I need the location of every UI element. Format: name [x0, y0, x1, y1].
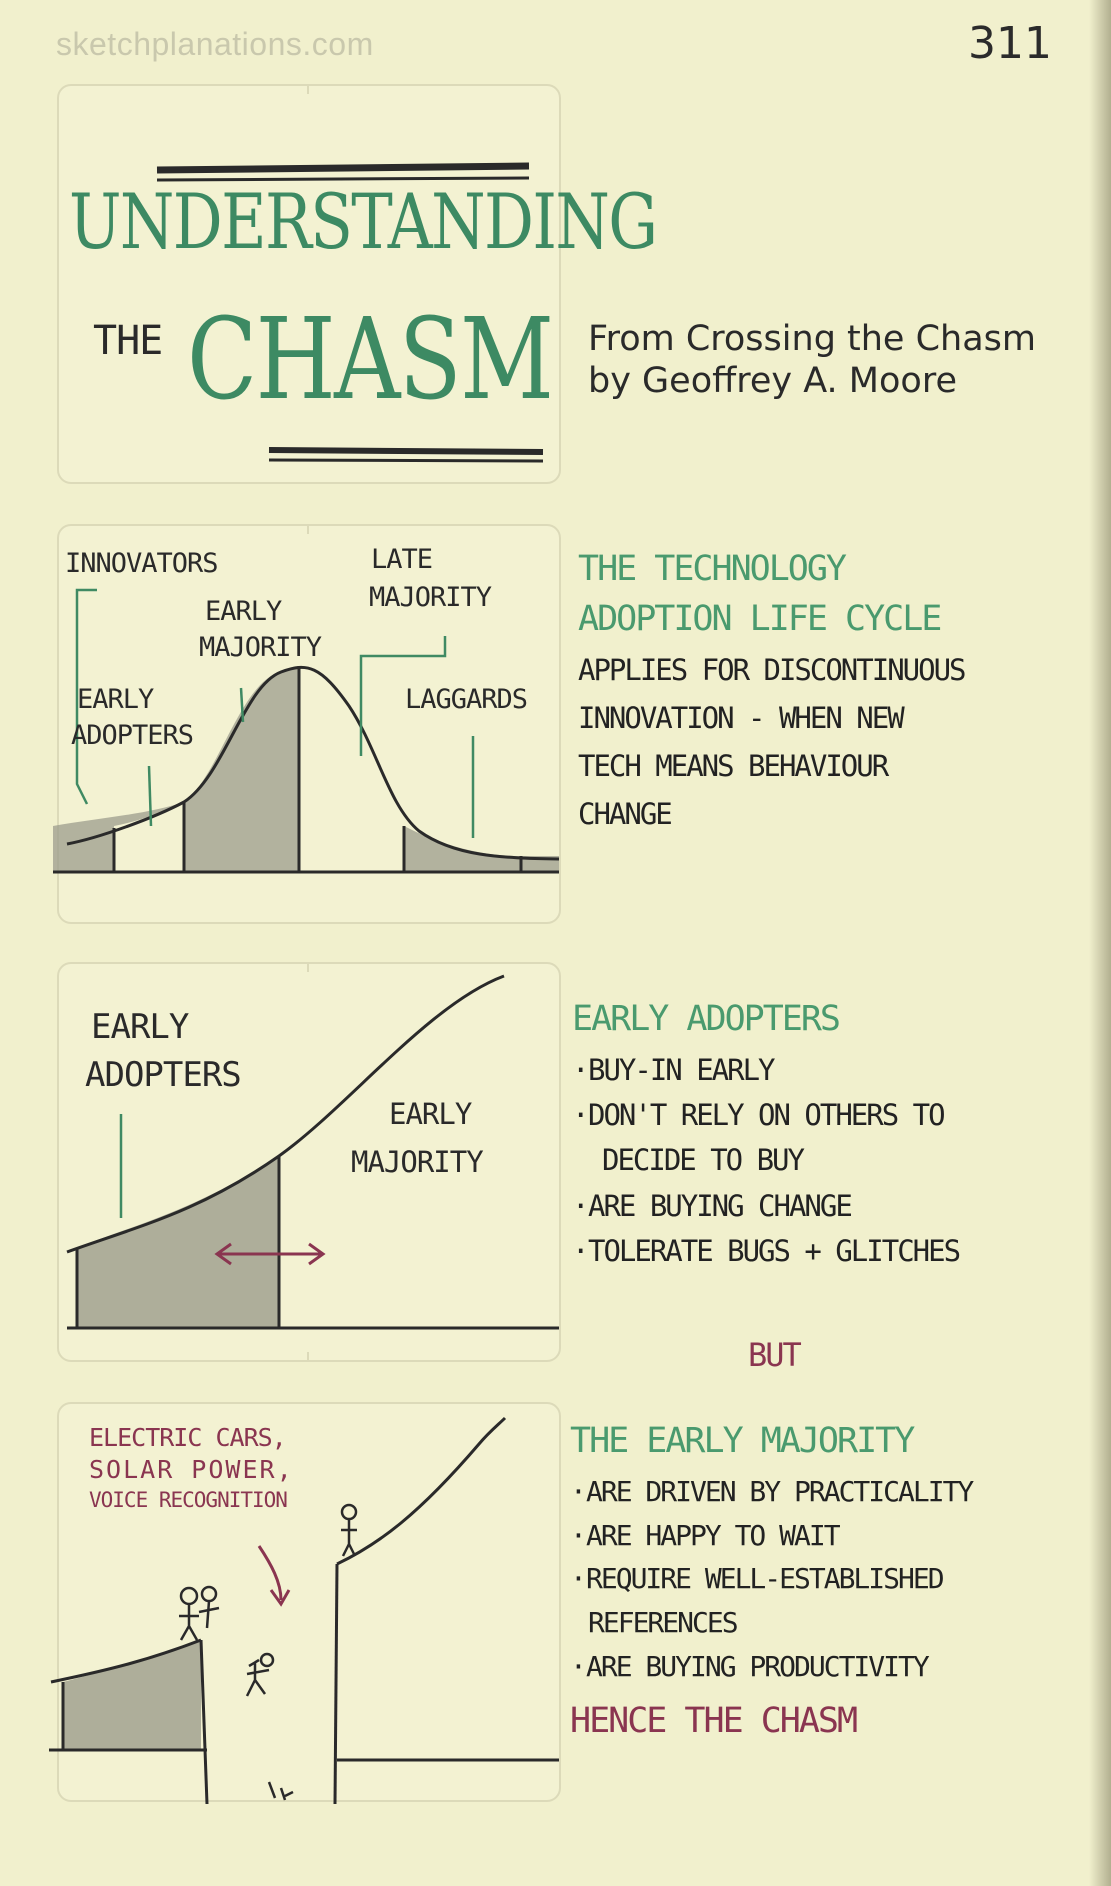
list-item: ARE BUYING CHANGE: [572, 1184, 959, 1229]
early-majority-shade: [184, 666, 299, 872]
page-edge-shadow: [1089, 0, 1111, 1886]
leader-early-adopters: [147, 765, 153, 827]
falling-person: [245, 1658, 270, 1697]
label-early-majority-2: MAJORITY: [351, 1145, 484, 1179]
list-item: ARE HAPPY TO WAIT: [570, 1514, 972, 1558]
right-curve: [336, 1416, 507, 1566]
label-late-majority-2: MAJORITY: [369, 582, 492, 613]
label-early-adopters-2: ADOPTERS: [71, 720, 194, 751]
lifecycle-heading-2: ADOPTION LIFE CYCLE: [578, 599, 942, 639]
panel-tick: [307, 1352, 309, 1362]
label-early-adopters-1: EARLY: [91, 1007, 189, 1047]
lifecycle-line: CHANGE: [578, 797, 673, 832]
label-laggards: LAGGARDS: [405, 684, 528, 715]
falling-person-head: [259, 1652, 275, 1668]
lifecycle-heading-1: THE TECHNOLOGY: [578, 549, 847, 589]
source-note: From Crossing the Chasm by Geoffrey A. M…: [588, 318, 1036, 402]
bell-curve-line: [66, 665, 560, 861]
label-early-majority-2: MAJORITY: [199, 632, 322, 663]
person-body: [341, 1519, 357, 1557]
bell-curve-diagram: [53, 588, 560, 874]
but-label: BUT: [748, 1336, 802, 1374]
left-cliff-shade: [63, 1640, 201, 1750]
lifecycle-description: APPLIES FOR DISCONTINUOUS INNOVATION - W…: [578, 646, 966, 839]
list-item-continuation: REFERENCES: [570, 1601, 972, 1645]
list-item: ARE DRIVEN BY PRACTICALITY: [570, 1470, 974, 1514]
left-cliff-top: [50, 1638, 202, 1684]
title-understanding: UNDERSTANDING: [69, 177, 658, 266]
leader-late-majority: [359, 636, 447, 756]
list-item-text: DECIDE TO BUY: [602, 1143, 805, 1178]
adoption-curve-line: [66, 974, 505, 1254]
example-arrow-head: [269, 1589, 291, 1607]
label-early-majority-1: EARLY: [205, 596, 282, 627]
panel-tick: [307, 524, 309, 534]
lifecycle-text: THE TECHNOLOGY ADOPTION LIFE CYCLE APPLI…: [578, 548, 966, 839]
panel-tick: [307, 84, 309, 94]
early-majority-heading: THE EARLY MAJORITY: [570, 1421, 915, 1461]
list-item-text: REFERENCES: [588, 1606, 739, 1640]
chasm-bottom-marks: [267, 1781, 294, 1801]
leader-early-majority: [239, 687, 245, 723]
chasm-panel: ELECTRIC CARS, SOLAR POWER, VOICE RECOGN…: [49, 1402, 561, 1805]
list-item: DON'T RELY ON OTHERS TO: [572, 1093, 959, 1138]
source-line-1: From Crossing the Chasm: [588, 319, 1036, 359]
early-adopters-text: EARLY ADOPTERS BUY-IN EARLY DON'T RELY O…: [572, 998, 961, 1274]
lifecycle-line: TECH MEANS BEHAVIOUR: [578, 749, 889, 784]
chasm-example-1: ELECTRIC CARS,: [89, 1423, 287, 1452]
adoption-curve-diagram: [66, 974, 559, 1330]
title-panel: UNDERSTANDING THE CHASM: [57, 84, 658, 484]
early-majority-list: ARE DRIVEN BY PRACTICALITY ARE HAPPY TO …: [570, 1470, 974, 1689]
early-adopters-white: [114, 802, 184, 872]
list-item: REQUIRE WELL-ESTABLISHED: [570, 1557, 972, 1601]
chasm-diagram: [49, 1416, 559, 1805]
label-early-adopters-1: EARLY: [77, 684, 154, 715]
adopters-panel: EARLY ADOPTERS EARLY MAJORITY: [57, 962, 561, 1362]
shift-arrow-left-head: [214, 1242, 232, 1266]
label-late-majority-1: LATE: [371, 544, 433, 575]
title-the: THE: [93, 318, 163, 364]
person-body: [179, 1604, 199, 1641]
person-body: [198, 1600, 220, 1629]
label-early-adopters-2: ADOPTERS: [85, 1055, 242, 1095]
early-adopters-heading: EARLY ADOPTERS: [572, 999, 841, 1039]
early-majority-text: THE EARLY MAJORITY ARE DRIVEN BY PRACTIC…: [570, 1420, 974, 1742]
list-item: TOLERATE BUGS + GLITCHES: [572, 1229, 961, 1274]
shift-arrow-right-head: [308, 1242, 326, 1266]
example-arrow: [257, 1545, 283, 1601]
person-head: [340, 1503, 358, 1521]
lifecycle-panel: INNOVATORS EARLY MAJORITY LATE MAJORITY …: [53, 524, 561, 924]
page-number: 311: [968, 18, 1052, 69]
chasm-example-2: SOLAR POWER,: [89, 1455, 294, 1484]
lifecycle-line: INNOVATION - WHEN NEW: [578, 701, 905, 736]
early-adopters-list: BUY-IN EARLY DON'T RELY ON OTHERS TO DEC…: [572, 1048, 961, 1274]
chasm-example-3: VOICE RECOGNITION: [89, 1488, 288, 1512]
conclusion: HENCE THE CHASM: [570, 1701, 858, 1742]
lifecycle-line: APPLIES FOR DISCONTINUOUS: [578, 653, 966, 687]
laggards-shade: [404, 826, 559, 872]
adopters-shade: [77, 1156, 279, 1328]
list-item: BUY-IN EARLY: [572, 1048, 959, 1093]
list-item: ARE BUYING PRODUCTIVITY: [570, 1645, 972, 1689]
leader-innovators: [75, 588, 97, 805]
site-name: sketchplanations.com: [56, 26, 374, 62]
title-rules: [156, 162, 544, 463]
label-innovators: INNOVATORS: [65, 548, 219, 579]
person-head: [200, 1585, 218, 1603]
source-line-2: by Geoffrey A. Moore: [588, 361, 957, 401]
right-cliff-face: [333, 1563, 339, 1805]
panel-tick: [307, 962, 309, 972]
list-item-continuation: DECIDE TO BUY: [572, 1138, 959, 1183]
left-cliff-face: [199, 1639, 209, 1805]
person-head: [179, 1586, 199, 1606]
title-chasm: CHASM: [187, 295, 554, 425]
label-early-majority-1: EARLY: [389, 1097, 472, 1131]
